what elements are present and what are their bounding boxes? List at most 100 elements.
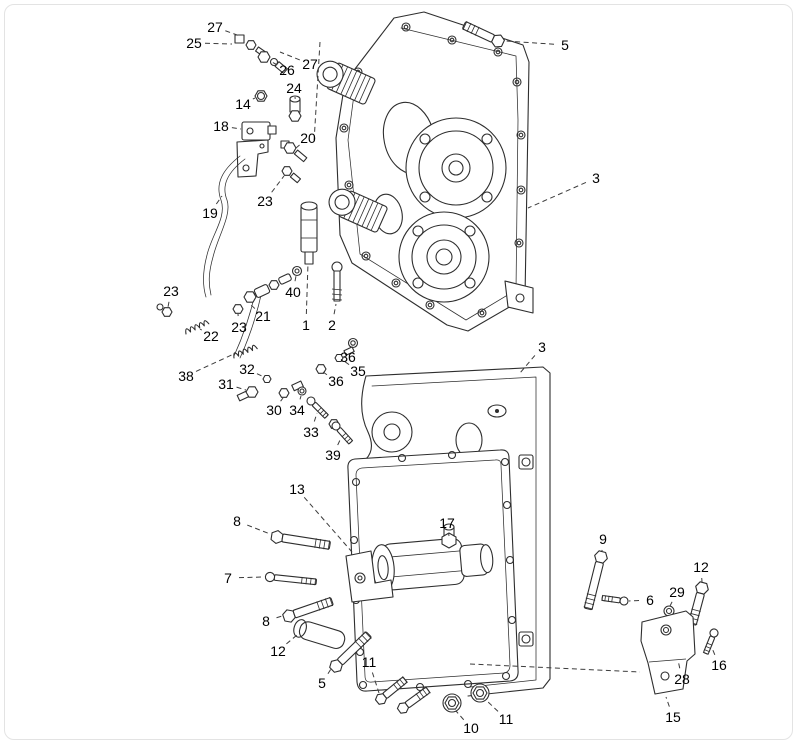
leader-line-34 [299, 395, 302, 400]
fitting-27b [274, 61, 288, 74]
callout-11: 11 [362, 654, 377, 670]
upper-housing [335, 11, 534, 332]
bolt-8-lower [281, 594, 335, 625]
callout-19: 19 [202, 205, 218, 221]
leader-line-21 [250, 304, 256, 309]
callout-40: 40 [285, 284, 301, 300]
callout-17: 17 [439, 515, 455, 531]
leader-line-1 [305, 262, 309, 315]
leader-line-25 [204, 42, 233, 45]
leader-line-5 [327, 668, 332, 675]
leader-line-13 [303, 496, 353, 553]
leader-line-18 [231, 127, 242, 130]
leader-line-28 [677, 659, 681, 669]
callout-30: 30 [266, 402, 282, 418]
leader-line-20 [295, 144, 300, 149]
callout-23: 23 [163, 283, 179, 299]
oring-36b [347, 337, 359, 349]
leader-line-14 [252, 97, 256, 100]
nut-11 [470, 683, 490, 703]
callout-5: 5 [561, 37, 569, 53]
plug-24 [288, 95, 302, 122]
nut-10 [442, 693, 462, 713]
fitting-36a [315, 364, 327, 374]
fitting-26 [257, 51, 271, 63]
callout-23: 23 [231, 319, 247, 335]
valve-spool-1 [300, 201, 318, 265]
leader-line-30 [280, 397, 284, 402]
leader-line-29 [669, 601, 673, 607]
hose-19 [203, 155, 246, 298]
leader-line-38 [195, 352, 237, 372]
nut-32 [262, 374, 272, 384]
fitting-25 [234, 34, 245, 44]
leader-line-11 [371, 672, 380, 694]
callout-23: 23 [257, 193, 273, 209]
spacer-12-left [293, 619, 346, 650]
fitting-39 [328, 419, 355, 446]
fitting-23a [281, 166, 302, 184]
callout-13: 13 [289, 481, 305, 497]
callout-1: 1 [302, 317, 310, 333]
leader-line-3 [527, 181, 587, 209]
fitting-20 [280, 140, 308, 163]
screw-33 [304, 394, 330, 420]
callout-22: 22 [203, 328, 219, 344]
fitting-17 [441, 523, 457, 549]
callout-20: 20 [300, 130, 316, 146]
callout-28: 28 [674, 671, 690, 687]
callout-11: 11 [499, 711, 514, 727]
callout-3: 3 [592, 170, 600, 186]
leader-line-12 [286, 634, 298, 645]
fitting-35 [334, 346, 355, 363]
bearing-boss-upper [405, 117, 507, 219]
callout-8: 8 [262, 613, 270, 629]
leader-line-10 [455, 710, 465, 721]
callout-12: 12 [270, 643, 286, 659]
leader-line-22 [199, 328, 202, 331]
leader-line-26 [269, 60, 278, 66]
pump-bracket-13 [345, 550, 394, 603]
callout-21: 21 [255, 308, 271, 324]
nut-14 [254, 90, 268, 102]
callout-15: 15 [665, 709, 681, 725]
callout-39: 39 [325, 447, 341, 463]
bearing-boss-lower [398, 211, 490, 303]
callout-27: 27 [207, 19, 223, 35]
leader-line-15 [665, 696, 670, 707]
bracket-15 [469, 610, 696, 695]
callout-18: 18 [213, 118, 229, 134]
leader-line-31 [236, 386, 247, 391]
callout-31: 31 [218, 376, 234, 392]
leader-line-23 [271, 175, 285, 193]
plug-31 [236, 386, 259, 402]
leader-line-39 [337, 437, 342, 446]
housing-foot [504, 280, 534, 314]
callout-9: 9 [599, 531, 607, 547]
leader-line-2 [333, 303, 337, 315]
screw-7 [264, 571, 318, 587]
callout-36: 36 [340, 349, 356, 365]
screw-2 [331, 261, 343, 302]
callout-33: 33 [303, 424, 319, 440]
leader-line-23 [167, 301, 170, 308]
callout-32: 32 [239, 361, 255, 377]
callout-5: 5 [318, 675, 326, 691]
fitting-23c [232, 304, 244, 314]
splined-shaft-lower [328, 188, 388, 233]
splined-shaft-upper [316, 60, 376, 105]
connector-chain-40 [243, 265, 303, 303]
callout-36: 36 [328, 373, 344, 389]
callout-25: 25 [186, 35, 202, 51]
leader-line-11 [485, 699, 499, 712]
screw-6 [601, 593, 630, 607]
leader-lines [167, 30, 716, 721]
callout-24: 24 [286, 80, 302, 96]
callout-34: 34 [289, 402, 305, 418]
fitting-cluster-top [156, 34, 343, 359]
stud-16 [701, 627, 720, 656]
flange-bolt-holes [349, 450, 517, 692]
valve-18 [236, 121, 277, 178]
